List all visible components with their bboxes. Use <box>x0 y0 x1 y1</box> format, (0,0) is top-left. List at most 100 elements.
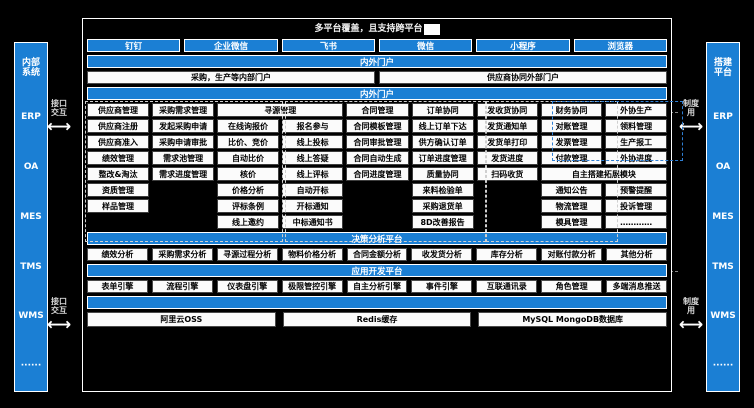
decision-item[interactable]: 采购需求分析 <box>151 248 213 261</box>
engine-item[interactable]: 角色管理 <box>541 280 603 293</box>
infra-database[interactable]: MySQL MongoDB数据库 <box>478 312 668 327</box>
grid-cell[interactable]: 采购申请审批 <box>152 135 215 149</box>
internal-portal-bar-row: 内外门户 <box>87 87 667 100</box>
engine-item[interactable]: 自主分析引擎 <box>346 280 408 293</box>
grid-header-contract[interactable]: 合同管理 <box>346 103 409 117</box>
grid-cell[interactable]: 发票管理 <box>540 135 603 149</box>
grid-pair: 物流管理 投诉管理 <box>540 199 667 213</box>
grid-header-extension[interactable]: 自主搭建拓展模块 <box>540 167 667 181</box>
channel-feishu[interactable]: 飞书 <box>281 39 375 52</box>
grid-cell[interactable]: 合同模板管理 <box>346 119 409 133</box>
decision-item[interactable]: 库存分析 <box>476 248 538 261</box>
grid-cell[interactable]: 评标条例 <box>217 199 279 213</box>
decision-item[interactable]: 寻源过程分析 <box>216 248 278 261</box>
page-title: 多平台覆盖，且支持跨平台 <box>87 22 667 36</box>
grid-cell[interactable]: 生产报工 <box>605 135 667 149</box>
grid-cell[interactable]: 整改&淘汰 <box>87 167 150 181</box>
grid-cell[interactable]: 需求池管理 <box>152 151 215 165</box>
decision-item[interactable]: 收发货分析 <box>411 248 473 261</box>
grid-cell[interactable]: 绩效管理 <box>87 151 150 165</box>
rail-item-tms-left: TMS <box>20 261 42 272</box>
rail-item-wms-left: WMS <box>18 311 44 322</box>
grid-cell[interactable]: 物流管理 <box>540 199 603 213</box>
grid-header-outsourcing[interactable]: 外协生产 <box>605 103 667 117</box>
engine-item[interactable]: 多端消息推送 <box>606 280 668 293</box>
grid-cell[interactable]: 线上投标 <box>281 135 344 149</box>
grid-cell[interactable]: 资质管理 <box>87 183 150 197</box>
app-platform-bar-row: 应用开发平台 <box>87 264 667 277</box>
channel-miniapp[interactable]: 小程序 <box>476 39 570 52</box>
grid-cell[interactable]: 订单进度管理 <box>411 151 474 165</box>
grid-cell[interactable]: 价格分析 <box>217 183 279 197</box>
grid-cell[interactable]: 通知公告 <box>540 183 603 197</box>
channel-wecom[interactable]: 企业微信 <box>184 39 278 52</box>
grid-cell[interactable]: 发货进度 <box>476 151 538 165</box>
grid-cell[interactable]: 开标通知 <box>281 199 344 213</box>
grid-cell[interactable]: 发起采购申请 <box>152 119 215 133</box>
portal-row: 采购，生产等内部门户 供应商协同外部门户 <box>87 71 667 84</box>
grid-cell[interactable]: 对账管理 <box>540 119 603 133</box>
grid-cell[interactable]: 付款管理 <box>540 151 603 165</box>
grid-header-order[interactable]: 订单协同 <box>411 103 474 117</box>
engine-item[interactable]: 极限管控引擎 <box>281 280 343 293</box>
grid-cell[interactable]: 预警提醒 <box>605 183 667 197</box>
decision-item[interactable]: 对账付款分析 <box>541 248 603 261</box>
grid-cell[interactable]: 供应商注册 <box>87 119 150 133</box>
decision-item[interactable]: 绩效分析 <box>87 248 148 261</box>
grid-cell[interactable]: 样品管理 <box>87 199 150 213</box>
grid-cell[interactable]: 质量协同 <box>411 167 474 181</box>
engine-item[interactable]: 仪表盘引擎 <box>216 280 278 293</box>
grid-header-supplier[interactable]: 供应商管理 <box>87 103 150 117</box>
grid-cell-empty <box>346 199 409 213</box>
grid-cell[interactable]: 自动开标 <box>281 183 344 197</box>
grid-cell[interactable]: 自动比价 <box>217 151 279 165</box>
grid-cell[interactable]: 合同自动生成 <box>346 151 409 165</box>
grid-cell[interactable]: ………… <box>605 215 667 229</box>
grid-cell[interactable]: 核价 <box>217 167 279 181</box>
grid-cell[interactable]: 8D改善报告 <box>411 215 474 229</box>
channel-row: 钉钉 企业微信 飞书 微信 小程序 浏览器 <box>87 39 667 52</box>
channel-dingtalk[interactable]: 钉钉 <box>87 39 181 52</box>
decision-item[interactable]: 其他分析 <box>606 248 668 261</box>
grid-header-shipping[interactable]: 发收货协同 <box>476 103 538 117</box>
engine-item[interactable]: 表单引擎 <box>87 280 148 293</box>
grid-cell[interactable]: 模具管理 <box>540 215 603 229</box>
grid-cell[interactable]: 合同进度管理 <box>346 167 409 181</box>
decision-item[interactable]: 合同金额分析 <box>346 248 408 261</box>
grid-cell[interactable]: 领料管理 <box>605 119 667 133</box>
grid-header-sourcing[interactable]: 寻源管理 <box>217 103 344 117</box>
channel-browser[interactable]: 浏览器 <box>573 39 667 52</box>
engine-item[interactable]: 流程引擎 <box>151 280 213 293</box>
grid-cell[interactable]: 供应商准入 <box>87 135 150 149</box>
infra-oss[interactable]: 阿里云OSS <box>87 312 276 327</box>
grid-cell[interactable]: 发货通知单 <box>476 119 538 133</box>
grid-cell[interactable]: 需求进度管理 <box>152 167 215 181</box>
grid-cell-empty <box>476 183 538 197</box>
grid-cell[interactable]: 线上评标 <box>281 167 344 181</box>
grid-header-finance[interactable]: 财务协同 <box>540 103 603 117</box>
grid-cell[interactable]: 采购退货单 <box>411 199 474 213</box>
decision-item[interactable]: 物料价格分析 <box>281 248 343 261</box>
grid-cell[interactable]: 线上订单下达 <box>411 119 474 133</box>
grid-cell[interactable]: 扫码收货 <box>476 167 538 181</box>
grid-cell[interactable]: 在线询报价 <box>217 119 279 133</box>
engine-item[interactable]: 互联通讯录 <box>476 280 538 293</box>
channel-wechat[interactable]: 微信 <box>378 39 473 52</box>
grid-cell-empty <box>152 199 215 213</box>
portal-internal[interactable]: 采购，生产等内部门户 <box>87 71 375 84</box>
grid-header-demand[interactable]: 采购需求管理 <box>152 103 215 117</box>
infra-redis[interactable]: Redis缓存 <box>282 312 472 327</box>
grid-cell[interactable]: 供方确认订单 <box>411 135 474 149</box>
grid-cell[interactable]: 投诉管理 <box>605 199 667 213</box>
engine-item[interactable]: 事件引擎 <box>411 280 473 293</box>
portal-external[interactable]: 供应商协同外部门户 <box>379 71 667 84</box>
grid-cell[interactable]: 线上答疑 <box>281 151 344 165</box>
grid-cell[interactable]: 发货单打印 <box>476 135 538 149</box>
grid-cell[interactable]: 外协进度 <box>605 151 667 165</box>
grid-cell[interactable]: 报名参与 <box>281 119 344 133</box>
grid-cell[interactable]: 中标通知书 <box>281 215 344 229</box>
grid-cell[interactable]: 合同审批管理 <box>346 135 409 149</box>
grid-cell[interactable]: 线上邀约 <box>217 215 279 229</box>
grid-cell[interactable]: 来料检验单 <box>411 183 474 197</box>
grid-cell[interactable]: 比价、竞价 <box>217 135 279 149</box>
